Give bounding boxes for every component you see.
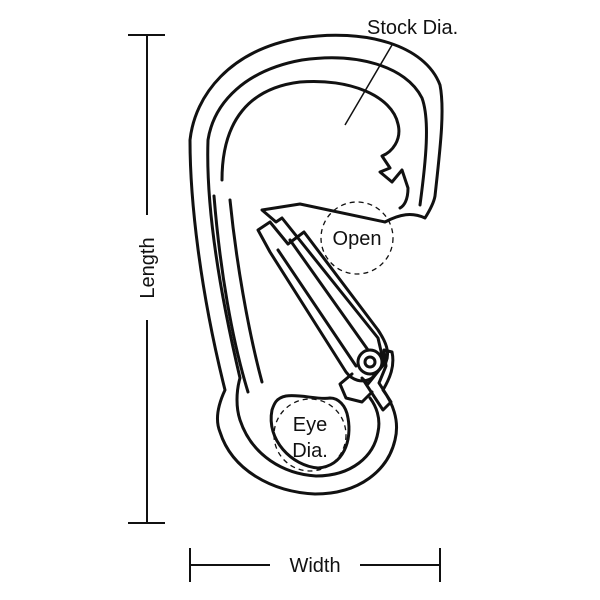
width-dimension	[189, 548, 441, 582]
open-callout-circle	[320, 201, 394, 275]
hook-inner-curve	[220, 79, 410, 210]
eye-dia-label-line1: Eye	[293, 414, 327, 436]
gate-pivot-outer	[356, 348, 384, 376]
gate-arm-edge-2	[288, 238, 370, 352]
length-dimension	[128, 34, 165, 524]
stock-dia-leader	[344, 44, 393, 126]
gate-arm-edge	[276, 248, 358, 368]
eye-hole	[269, 394, 351, 470]
gate-spring	[338, 372, 374, 404]
hook-inner-outline	[206, 56, 428, 478]
stock-dia-label: Stock Dia.	[367, 17, 458, 39]
width-label: Width	[289, 555, 340, 577]
eye-callout-circle	[273, 398, 347, 472]
hook-bar-edge-2	[212, 194, 250, 394]
length-label: Length	[137, 237, 159, 298]
open-label: Open	[333, 228, 382, 250]
eye-dia-label-line2: Dia.	[292, 440, 328, 462]
hook-bar-edge	[228, 198, 264, 384]
gate-pivot-inner	[363, 355, 377, 369]
hook-outer-outline	[188, 33, 444, 496]
snap-hook-body	[188, 33, 444, 496]
